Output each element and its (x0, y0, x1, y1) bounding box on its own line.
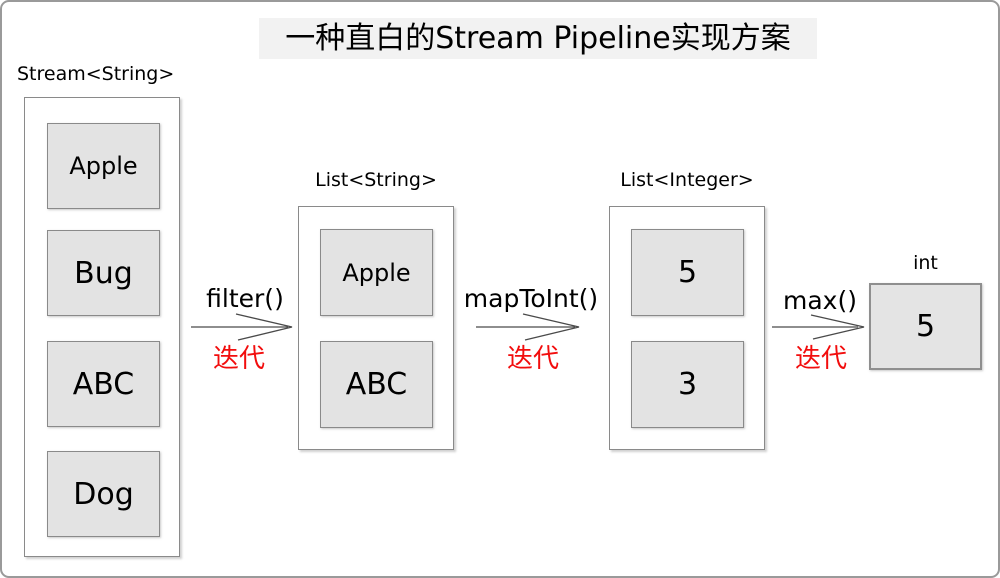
operation-label-filter: filter() (206, 284, 284, 313)
list-string-item-box: Apple (320, 229, 433, 316)
list-integer-item-box: 3 (631, 341, 744, 428)
stream-item-box: Apple (47, 123, 160, 209)
right-arrow-icon (191, 313, 293, 341)
stage-label-list-string: List<String> (315, 169, 437, 191)
stage-label-int: int (913, 252, 938, 274)
result-box: 5 (869, 283, 982, 370)
list-string-item-box: ABC (320, 341, 433, 428)
iterate-annotation: 迭代 (212, 344, 265, 374)
list-integer-item-box: 5 (631, 229, 744, 316)
stage-label-list-integer: List<Integer> (620, 169, 754, 191)
list-string-container: Apple ABC (298, 206, 454, 450)
diagram-title: 一种直白的Stream Pipeline实现方案 (259, 18, 817, 59)
stream-item-box: ABC (47, 341, 160, 427)
stream-item-box: Bug (47, 230, 160, 316)
right-arrow-icon (476, 313, 580, 341)
stream-string-container: Apple Bug ABC Dog (24, 97, 180, 557)
operation-label-maptoint: mapToInt() (463, 284, 599, 313)
stage-label-stream-string: Stream<String> (17, 63, 175, 85)
operation-label-max: max() (783, 286, 857, 315)
list-integer-container: 5 3 (609, 206, 765, 450)
iterate-annotation: 迭代 (794, 344, 847, 374)
iterate-annotation: 迭代 (506, 344, 559, 374)
right-arrow-icon (772, 314, 865, 340)
stream-item-box: Dog (47, 451, 160, 537)
